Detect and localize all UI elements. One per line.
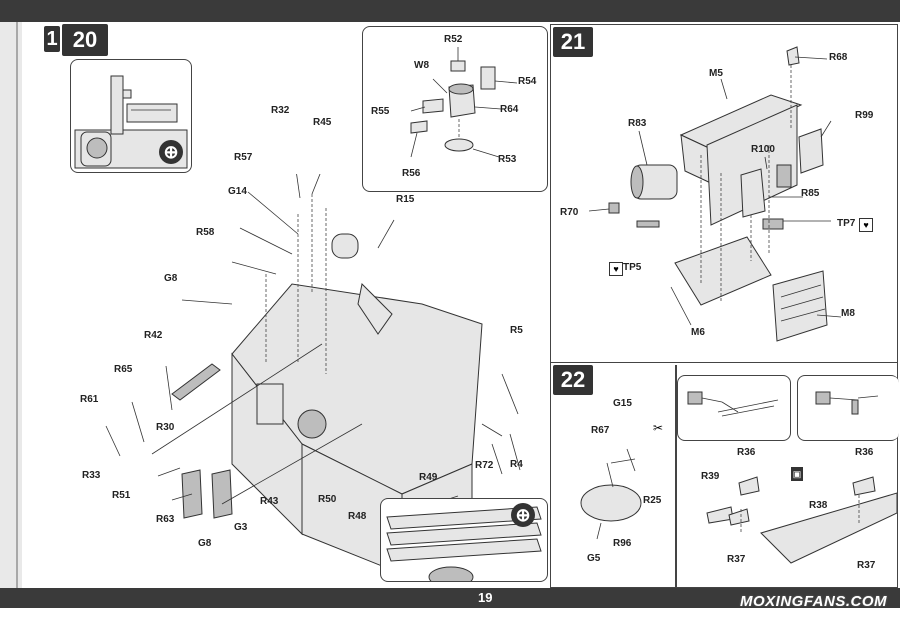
- step-22-ref-inset-left: [677, 375, 791, 441]
- step-20-zoom-inset: ⊕: [380, 498, 548, 588]
- part-label: G14: [228, 186, 247, 197]
- book-spine-edge: [0, 0, 22, 636]
- engine-deck-drawing: [588, 46, 842, 342]
- step-22-panel: 22 ▣ ✂ G15 R67 R25 R96: [550, 362, 899, 588]
- corner-step-fragment: 1: [44, 26, 60, 52]
- part-label: R36: [737, 447, 756, 458]
- part-label: R48: [348, 511, 367, 522]
- part-label: G8: [164, 273, 178, 284]
- part-label: TP5: [623, 262, 642, 273]
- top-header-bar: [0, 0, 900, 22]
- part-label: R32: [271, 105, 290, 116]
- part-label: R99: [855, 110, 874, 121]
- step-20-subassembly-inset: [362, 26, 548, 192]
- part-label: R55: [371, 106, 390, 117]
- part-label: R67: [591, 425, 610, 436]
- hatch-subassembly-drawing: [410, 47, 518, 158]
- magnify-plus-icon: ⊕: [159, 140, 183, 164]
- step-21-number: 21: [553, 27, 593, 57]
- part-label: R61: [80, 394, 99, 405]
- part-label: R85: [801, 188, 820, 199]
- part-label: R51: [112, 490, 131, 501]
- tweezers-icon: ♥: [859, 218, 873, 232]
- part-label: R70: [560, 207, 579, 218]
- part-label: R15: [396, 194, 415, 205]
- step-21-panel: 21 R68 M5 R83 R99 R100: [550, 24, 898, 364]
- part-label: R37: [857, 560, 876, 571]
- part-label: R68: [829, 52, 848, 63]
- part-label: G3: [234, 522, 248, 533]
- part-label: R4: [510, 459, 523, 470]
- step-22-ref-inset-right: [797, 375, 899, 441]
- part-label: R54: [518, 76, 537, 87]
- tweezers-icon: ♥: [609, 262, 623, 276]
- part-label: R52: [444, 34, 463, 45]
- part-label: R45: [313, 117, 332, 128]
- part-label: R49: [419, 472, 438, 483]
- part-label: R65: [114, 364, 133, 375]
- part-label: R36: [855, 447, 874, 458]
- part-label: R30: [156, 422, 175, 433]
- part-label: R72: [475, 460, 494, 471]
- part-label: R57: [234, 152, 253, 163]
- part-label: M8: [841, 308, 855, 319]
- part-label: R42: [144, 330, 163, 341]
- part-label: R96: [613, 538, 632, 549]
- part-label: R39: [701, 471, 720, 482]
- part-label: R25: [643, 495, 662, 506]
- step-20-detail-inset: ⊕: [70, 59, 192, 173]
- part-label: R37: [727, 554, 746, 565]
- reference-step-icon: ▣: [791, 467, 803, 481]
- part-label: G15: [613, 398, 632, 409]
- antenna-mirror-drawing: [580, 448, 897, 564]
- part-label: G5: [587, 553, 601, 564]
- part-label: R64: [500, 104, 519, 115]
- part-label: TP7: [837, 218, 856, 229]
- footer-bar: [0, 588, 900, 608]
- step-20-number: 20: [62, 24, 108, 56]
- step-22-number: 22: [553, 365, 593, 395]
- part-label: R50: [318, 494, 337, 505]
- part-label: R100: [751, 144, 775, 155]
- part-label: R43: [260, 496, 279, 507]
- part-label: R56: [402, 168, 421, 179]
- part-label: M5: [709, 68, 723, 79]
- part-label: G8: [198, 538, 212, 549]
- part-label: R38: [809, 500, 828, 511]
- part-label: R83: [628, 118, 647, 129]
- part-label: R58: [196, 227, 215, 238]
- step-20-area: 20 ⊕: [62, 24, 552, 588]
- part-label: R53: [498, 154, 517, 165]
- cut-sprue-icon: ✂: [652, 421, 664, 435]
- part-label: R63: [156, 514, 175, 525]
- wiper-ref-drawing: [687, 391, 779, 417]
- step-22-divider: [675, 365, 677, 587]
- page-number: 19: [478, 590, 493, 605]
- inset-rear-view-drawing: [74, 75, 188, 169]
- page-bottom-margin: [0, 608, 900, 636]
- magnify-plus-icon: ⊕: [511, 503, 535, 527]
- part-label: R33: [82, 470, 101, 481]
- watermark-text: MOXINGFANS.COM: [740, 593, 888, 610]
- mirror-ref-drawing: [815, 391, 879, 415]
- part-label: W8: [414, 60, 429, 71]
- part-label: R5: [510, 325, 523, 336]
- part-label: M6: [691, 327, 705, 338]
- spine-binding-line: [16, 20, 18, 600]
